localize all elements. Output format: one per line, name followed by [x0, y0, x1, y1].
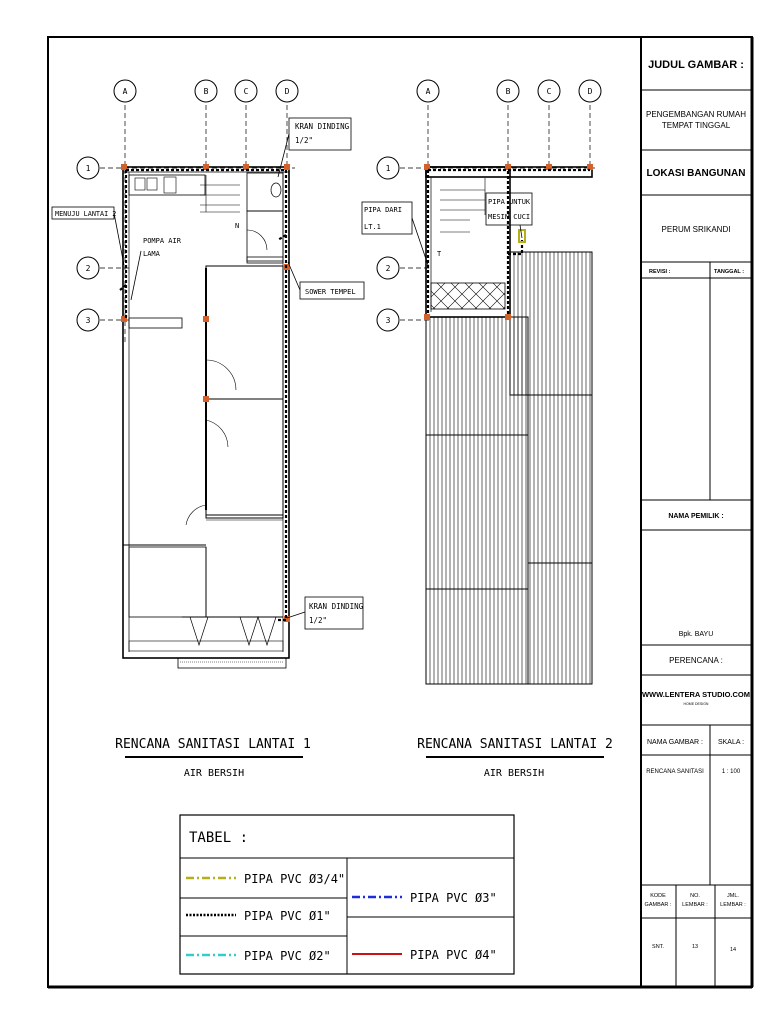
- plan2-roof: [425, 251, 593, 685]
- project-line-1: PENGEMBANGAN RUMAH: [646, 110, 746, 119]
- revisi-label: REVISI :: [649, 269, 671, 275]
- plan2-annotations: [361, 192, 533, 266]
- plan2-axis-1: 1: [386, 164, 391, 173]
- plan2-axis-3: 3: [386, 316, 391, 325]
- plan2-axis-d: D: [588, 87, 593, 96]
- jml-label-1: JML.: [727, 893, 739, 899]
- nama-gambar-value: RENCANA SANITASI: [646, 769, 704, 775]
- plan1-walls: [122, 166, 290, 669]
- plan1-n-mark: N: [235, 222, 239, 230]
- plan1-note-kran-bottom-2: 1/2": [309, 616, 327, 625]
- plan2-columns: [424, 164, 593, 320]
- pemilik-value: Bpk. BAYU: [679, 631, 714, 638]
- title-block: JUDUL GAMBAR : PENGEMBANGAN RUMAH TEMPAT…: [640, 37, 752, 987]
- kode-label-1: KODE: [650, 893, 666, 899]
- plan1-axis-2: 2: [86, 264, 91, 273]
- nama-gambar-label: NAMA GAMBAR :: [647, 739, 703, 746]
- plan2-axis-2: 2: [386, 264, 391, 273]
- plan2-mesin-cuci-tap: [518, 229, 526, 243]
- plan2-note-pipa-untuk-2: MESIN CUCI: [488, 213, 530, 221]
- plan1-note-kran-bottom-1: KRAN DINDING: [309, 602, 364, 611]
- skala-value: 1 : 100: [722, 769, 741, 775]
- jml-value: 14: [730, 947, 736, 953]
- tanggal-label: TANGGAL :: [714, 269, 744, 275]
- legend-label-1: PIPA PVC Ø1": [244, 909, 331, 923]
- no-label-2: LEMBAR :: [682, 902, 708, 908]
- kode-value: SNT.: [652, 944, 664, 950]
- sheet-border: [47, 36, 753, 988]
- plan1-annotations: [51, 117, 365, 630]
- website-sub: HOME DESIGN: [684, 702, 709, 706]
- plan1-note-shower: SOWER TEMPEL: [305, 288, 356, 296]
- kode-label-2: GAMBAR :: [645, 902, 672, 908]
- plan-lantai-2: A B C D 1 2 3: [361, 79, 613, 779]
- judul-label: JUDUL GAMBAR :: [648, 59, 744, 71]
- plan1-title: RENCANA SANITASI LANTAI 1: [115, 737, 311, 752]
- plan2-grid-axes: [376, 79, 602, 332]
- website: WWW.LENTERA STUDIO.COM: [642, 690, 750, 699]
- legend-label-3: PIPA PVC Ø3": [410, 891, 497, 905]
- skala-label: SKALA :: [718, 739, 744, 746]
- plan1-axis-d: D: [285, 87, 290, 96]
- plan2-axis-c: C: [547, 87, 552, 96]
- plan2-axis-a: A: [426, 87, 431, 96]
- plan2-title: RENCANA SANITASI LANTAI 2: [417, 737, 613, 752]
- plan1-axis-c: C: [244, 87, 249, 96]
- plan-lantai-1: A B C D 1 2 3: [51, 79, 365, 779]
- plan1-axis-3: 3: [86, 316, 91, 325]
- plan2-note-pipa-dari-2: LT.1: [364, 223, 381, 231]
- plan2-note-pipa-untuk-1: PIPA UNTUK: [488, 198, 531, 206]
- plan1-pipes: [119, 168, 288, 622]
- plan1-note-pompa-2: LAMA: [143, 250, 161, 258]
- plan1-axis-b: B: [204, 87, 209, 96]
- no-value: 13: [692, 944, 698, 950]
- plan2-pipes: [426, 168, 590, 314]
- perencana-label: PERENCANA :: [669, 656, 723, 665]
- plan1-note-menuju: MENUJU LANTAI 2: [55, 210, 116, 218]
- jml-label-2: LEMBAR :: [720, 902, 746, 908]
- legend-table: TABEL : PIPA PVC Ø3/4" PIPA PVC Ø1" PIPA…: [179, 814, 515, 975]
- plan2-note-pipa-dari-1: PIPA DARI: [364, 206, 402, 214]
- lokasi-value: PERUM SRIKANDI: [662, 225, 731, 234]
- project-line-2: TEMPAT TINGGAL: [662, 121, 731, 130]
- plan1-axis-1: 1: [86, 164, 91, 173]
- no-label-1: NO.: [690, 893, 700, 899]
- legend-title: TABEL :: [189, 830, 248, 846]
- plan2-t-mark: T: [437, 250, 442, 258]
- plan1-note-pompa-1: POMPA AIR: [143, 237, 182, 245]
- plan1-note-kran-top-1: KRAN DINDING: [295, 122, 350, 131]
- lokasi-label: LOKASI BANGUNAN: [647, 168, 746, 179]
- plan1-subtitle: AIR BERSIH: [184, 768, 244, 779]
- plan2-axis-b: B: [506, 87, 511, 96]
- legend-label-2: PIPA PVC Ø2": [244, 949, 331, 963]
- legend-label-4: PIPA PVC Ø4": [410, 948, 497, 962]
- plan1-axis-a: A: [123, 87, 128, 96]
- pemilik-label: NAMA PEMILIK :: [668, 513, 723, 520]
- legend-label-34: PIPA PVC Ø3/4": [244, 872, 345, 886]
- plan1-note-kran-top-2: 1/2": [295, 136, 313, 145]
- plan2-subtitle: AIR BERSIH: [484, 768, 544, 779]
